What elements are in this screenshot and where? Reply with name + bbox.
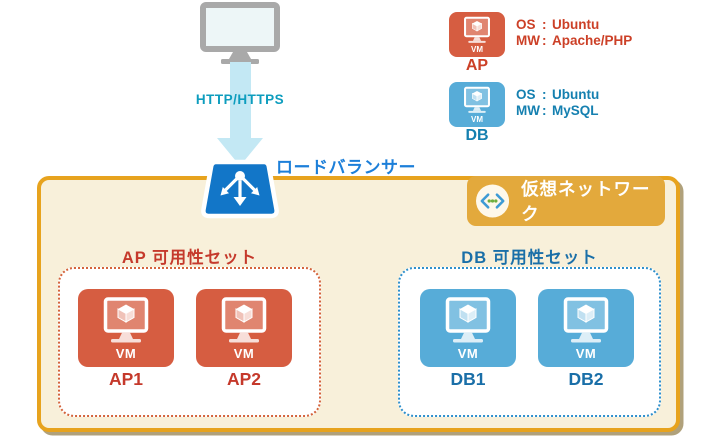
- vm-card-db2: VM: [538, 289, 634, 367]
- virtual-network-label: 仮想ネットワーク: [521, 179, 651, 224]
- vm-badge-label: VM: [471, 45, 483, 54]
- spec-row: MW:Apache/PHP: [516, 32, 633, 48]
- legend-db-specs: OS:Ubuntu MW:MySQL: [516, 87, 599, 118]
- vm-icon: [103, 297, 149, 343]
- vm-icon: [563, 297, 609, 343]
- legend-ap-name: AP: [465, 57, 489, 74]
- vm-icon: [445, 297, 491, 343]
- vm-badge-label: VM: [471, 115, 483, 124]
- vm-name-ap1: AP1: [108, 369, 144, 389]
- spec-row: MW:MySQL: [516, 102, 599, 118]
- legend-ap-specs: OS:Ubuntu MW:Apache/PHP: [516, 17, 632, 48]
- ap-availability-set-title: AP 可用性セット: [121, 249, 258, 267]
- virtual-network-badge: 仮想ネットワーク: [467, 176, 665, 226]
- spec-row: OS:Ubuntu: [516, 17, 600, 32]
- vm-badge-label: VM: [115, 346, 137, 361]
- legend-db-name: DB: [465, 127, 489, 144]
- vm-icon: [221, 297, 267, 343]
- legend-ap-vm-icon: VM: [449, 12, 505, 57]
- protocol-label: HTTP/HTTPS: [195, 92, 285, 107]
- desktop-monitor-icon: [200, 2, 280, 64]
- vm-icon: [464, 86, 490, 113]
- vm-name-db2: DB2: [568, 369, 604, 389]
- spec-row: OS:Ubuntu: [516, 87, 600, 102]
- vm-name-db1: DB1: [450, 369, 486, 389]
- legend-db-vm-icon: VM: [449, 82, 505, 127]
- vm-badge-label: VM: [575, 346, 597, 361]
- db-availability-set-title: DB 可用性セット: [461, 249, 598, 267]
- vm-card-db1: VM: [420, 289, 516, 367]
- vm-card-ap2: VM: [196, 289, 292, 367]
- vm-name-ap2: AP2: [226, 369, 262, 389]
- load-balancer-label: ロードバランサー: [276, 158, 416, 177]
- vm-badge-label: VM: [233, 346, 255, 361]
- vm-icon: [464, 16, 490, 43]
- vm-badge-label: VM: [457, 346, 479, 361]
- http-traffic-arrow: [217, 62, 263, 166]
- vm-card-ap1: VM: [78, 289, 174, 367]
- virtual-network-icon: [476, 184, 510, 218]
- load-balancer-icon: [201, 159, 279, 219]
